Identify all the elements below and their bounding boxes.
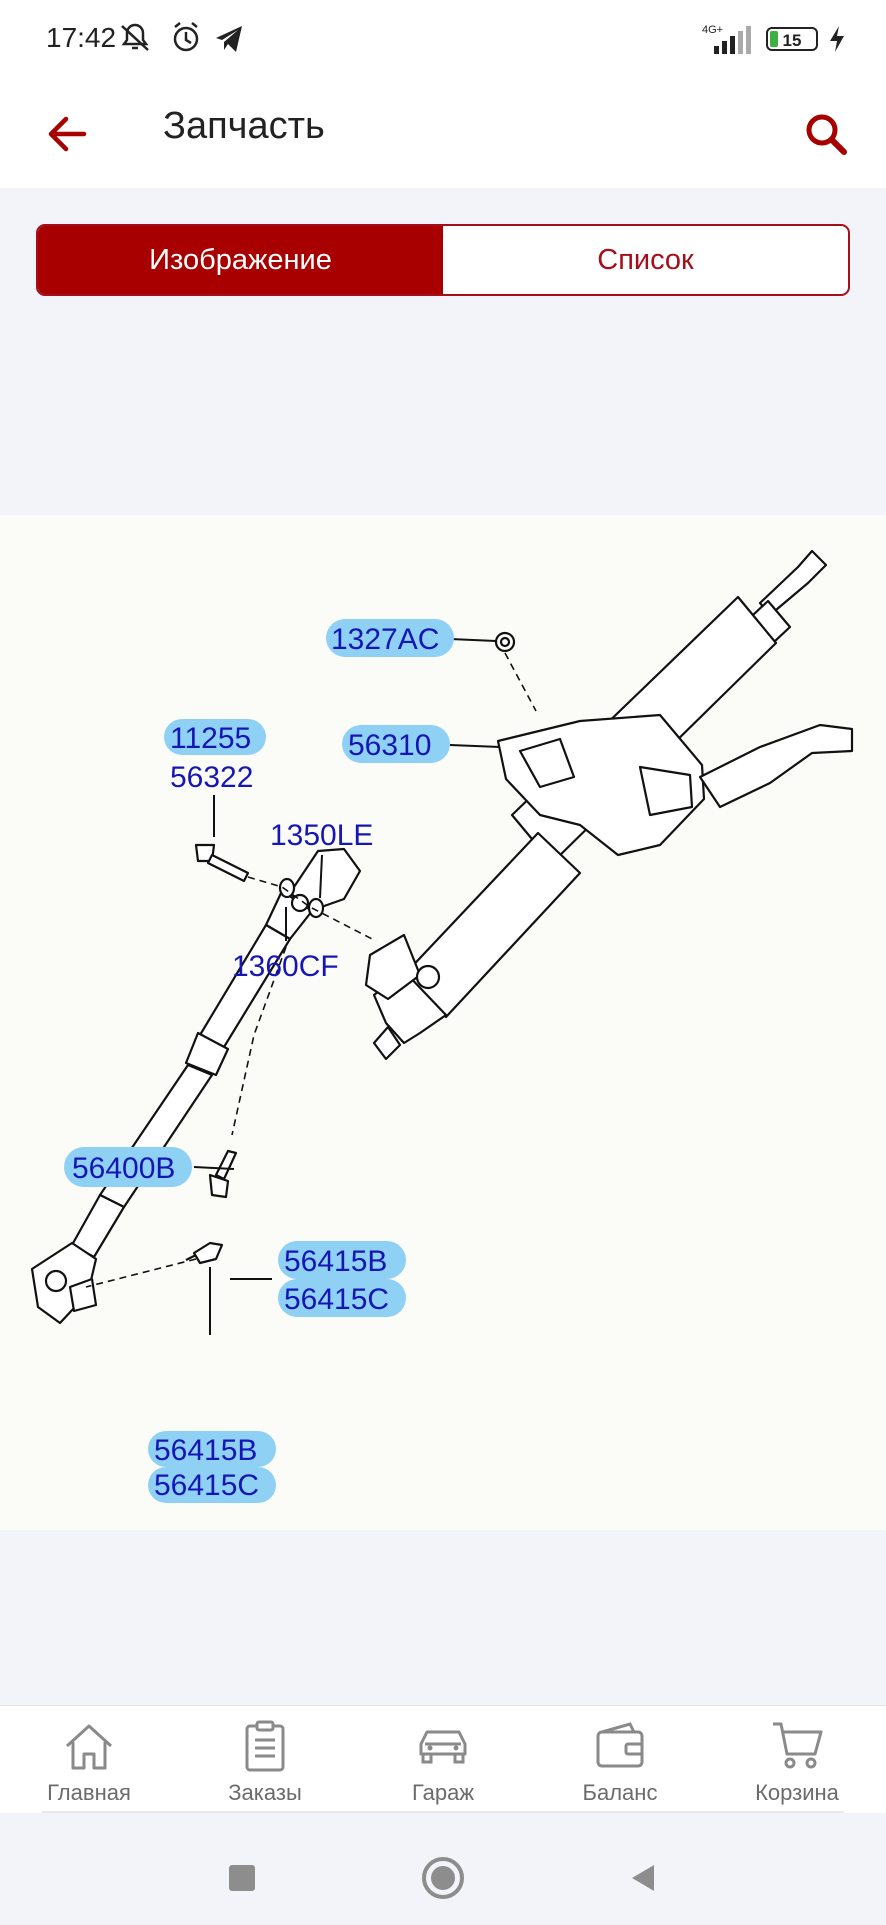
battery-icon: 15 — [766, 27, 818, 51]
tilt-lever — [698, 723, 854, 809]
divider — [42, 1811, 844, 1813]
callout-56415b-lower: 56415B — [154, 1434, 257, 1467]
callout-1350le: 1350LE — [270, 819, 373, 852]
page-title: Запчасть — [163, 105, 325, 147]
telegram-icon — [216, 26, 242, 52]
callout-56310: 56310 — [348, 729, 431, 762]
parts-diagram: 1327AC 56310 11255 56322 1350LE 1360CF 5… — [0, 515, 886, 1530]
signal-icon: 4G+ — [702, 24, 751, 54]
lower-column-tube — [402, 831, 582, 1019]
callout-11255: 11255 — [170, 722, 251, 755]
nav-cart[interactable]: Корзина — [722, 1718, 872, 1806]
system-nav-buttons — [229, 1857, 654, 1899]
callout-1360cf: 1360CF — [232, 950, 339, 983]
nav-orders[interactable]: Заказы — [190, 1718, 340, 1806]
callout-56415b-upper: 56415B — [284, 1245, 387, 1278]
nav-balance[interactable]: Баланс — [545, 1718, 695, 1806]
mute-icon — [121, 23, 149, 51]
steering-column-diagram: 1327AC 56310 11255 56322 1350LE 1360CF 5… — [30, 549, 854, 1503]
system-nav-bar — [0, 1813, 886, 1920]
back-triangle-icon — [632, 1865, 654, 1891]
alarm-icon — [173, 22, 199, 52]
home-button-icon — [422, 1857, 464, 1899]
status-notification-icons — [121, 22, 242, 52]
bolt-lower — [192, 1241, 224, 1265]
clipboard-icon — [245, 1720, 285, 1772]
nav-home[interactable]: Главная — [14, 1718, 164, 1806]
status-time: 17:42 — [46, 22, 117, 53]
wallet-icon — [596, 1722, 644, 1768]
recents-icon — [229, 1865, 255, 1891]
callout-56415c-lower: 56415C — [154, 1469, 259, 1502]
callout-56322: 56322 — [170, 761, 253, 794]
view-toggle: Изображение Список — [36, 224, 850, 296]
callout-1327ac: 1327AC — [331, 623, 439, 656]
cart-icon — [773, 1722, 823, 1769]
back-arrow-icon[interactable] — [40, 104, 100, 164]
car-icon — [419, 1730, 467, 1764]
tab-list[interactable]: Список — [597, 244, 694, 276]
nav-garage[interactable]: Гараж — [368, 1718, 518, 1806]
washer-1350le — [307, 897, 325, 919]
intermediate-shaft — [198, 923, 292, 1049]
callout-56415c-upper: 56415C — [284, 1283, 389, 1316]
tab-image[interactable]: Изображение — [38, 226, 443, 294]
charging-icon — [830, 26, 844, 52]
status-bar: 17:42 4G+ 15 — [0, 0, 886, 78]
app-bar: Запчасть — [0, 78, 886, 188]
home-icon — [65, 1724, 113, 1770]
svg-text:4G+: 4G+ — [702, 24, 723, 36]
search-icon[interactable] — [796, 104, 856, 164]
washer-1360cf — [278, 877, 296, 899]
bottom-nav: Главная Заказы Гараж Баланс Корзина — [0, 1705, 886, 1818]
callout-56400b: 56400B — [72, 1152, 175, 1185]
